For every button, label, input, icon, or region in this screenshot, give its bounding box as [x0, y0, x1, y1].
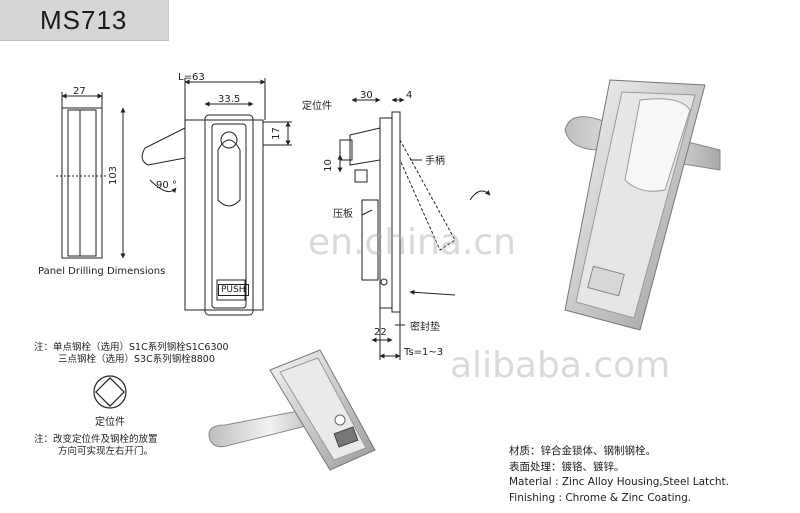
label-locating-part: 定位件	[302, 101, 332, 112]
dim-ts: Ts=1~3	[404, 347, 444, 358]
note-2-line-2: 方向可实现左右开门。	[58, 446, 154, 457]
spec-material-en: Material : Zinc Alloy Housing,Steel Latc…	[509, 476, 729, 488]
note-1-line-2: 三点钢栓（选用）S3C系列钢栓8800	[58, 354, 215, 365]
side-view	[337, 97, 491, 360]
locating-part-icon	[93, 375, 127, 409]
spec-finish-en: Finishing : Chrome & Zinc Coating.	[509, 491, 692, 504]
dim-30: 30	[360, 90, 373, 101]
label-pressure-plate: 压板	[333, 209, 353, 220]
note-1-line-1: 注：单点钢栓（选用）S1C系列钢栓S1C6300	[34, 342, 229, 353]
watermark-china-cn: en.china.cn	[308, 222, 516, 263]
spec-material-cn: 材质：锌合金锁体、钢制钢栓。	[509, 445, 656, 457]
note-2: 注：改变定位件及钢栓的放置 方向可实现左右开门。	[34, 434, 158, 458]
model-title: MS713	[40, 5, 128, 35]
dim-27: 27	[73, 86, 86, 97]
front-view	[141, 78, 292, 316]
dim-17: 17	[270, 127, 282, 140]
dim-4: 4	[406, 90, 413, 101]
watermark-alibaba: alibaba.com	[450, 345, 671, 386]
label-handle: 手柄	[425, 156, 445, 167]
dim-33-5: 33.5	[218, 94, 241, 105]
dim-l63: L=63	[178, 72, 205, 83]
panel-drilling-label: Panel Drilling Dimensions	[38, 266, 166, 277]
dim-10: 10	[322, 159, 334, 172]
push-label: PUSH	[218, 284, 249, 296]
spec-block: 材质：锌合金锁体、钢制钢栓。 表面处理：镀铬、镀锌。 Material : Zi…	[509, 444, 729, 506]
panel-drilling-view	[56, 92, 108, 259]
dim-angle-90: 90 °	[156, 180, 177, 191]
dim-103: 103	[108, 165, 120, 186]
note-2-line-1: 注：改变定位件及钢栓的放置	[34, 434, 158, 445]
dim-22: 22	[374, 327, 387, 338]
product-render-large	[564, 79, 721, 331]
title-tab: MS713	[0, 0, 169, 41]
label-seal-pad: 密封垫	[410, 322, 440, 333]
note-1: 注：单点钢栓（选用）S1C系列钢栓S1C6300 三点钢栓（选用）S3C系列钢栓…	[34, 342, 229, 366]
spec-finish-cn: 表面处理：镀铬、镀锌。	[509, 460, 625, 473]
product-render-small	[208, 349, 376, 471]
label-locating-part-small: 定位件	[95, 417, 125, 428]
